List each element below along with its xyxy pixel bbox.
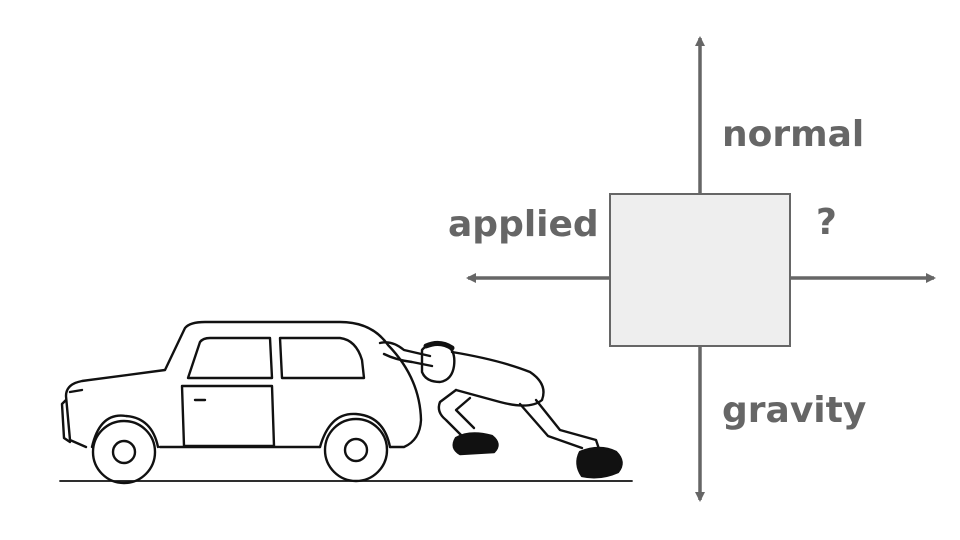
hair — [423, 340, 455, 351]
rear-wheel-arch — [318, 412, 392, 449]
lower-arm — [382, 352, 434, 368]
applied-label: applied — [448, 204, 599, 245]
front-leg-inner — [454, 396, 476, 430]
front-bumper — [60, 398, 72, 444]
normal-label: normal — [722, 114, 864, 155]
headlight — [68, 388, 84, 394]
unknown-force-label: ? — [816, 202, 837, 243]
front-leg — [437, 388, 464, 438]
rear-window — [278, 336, 366, 380]
front-shoe — [452, 432, 499, 456]
rear-wheel — [323, 417, 389, 483]
rear-hubcap — [343, 437, 369, 463]
back-leg — [534, 398, 602, 454]
force-diagram: normal applied ? gravity — [448, 36, 936, 502]
object-box — [609, 193, 791, 347]
torso — [450, 350, 545, 407]
upper-arm — [378, 341, 432, 358]
car-door — [180, 384, 276, 448]
person-pushing — [378, 340, 623, 479]
front-window — [186, 336, 274, 380]
back-leg-inner — [518, 402, 584, 450]
front-hubcap — [111, 439, 137, 465]
front-wheel-arch — [90, 414, 160, 449]
head — [420, 342, 456, 384]
gravity-label: gravity — [722, 390, 866, 431]
car-body — [64, 320, 423, 449]
person-pushing-car-illustration — [59, 320, 633, 485]
back-shoe — [576, 446, 623, 479]
front-wheel — [91, 419, 157, 485]
